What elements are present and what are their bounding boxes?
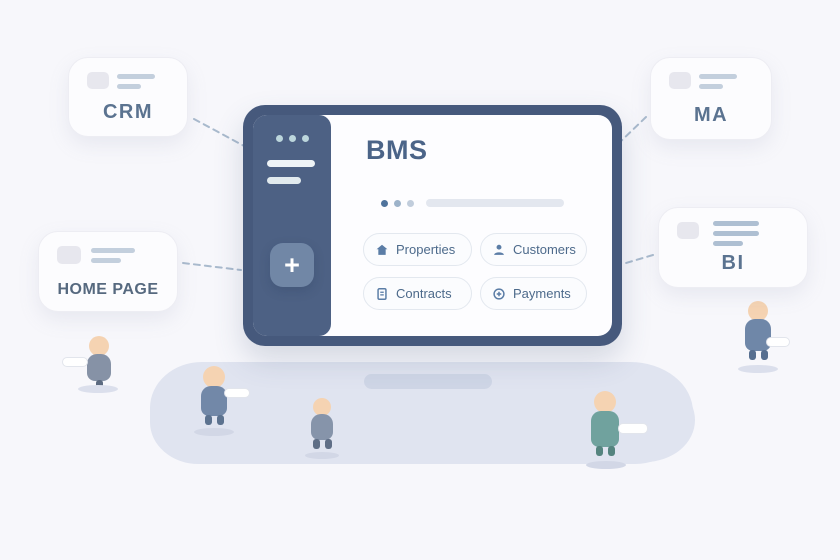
nav-button-label: Properties [396,242,456,257]
dot [301,135,309,142]
person-shadow [305,452,339,459]
person-shadow [78,385,118,393]
progress-dot [407,199,414,207]
person-legs [740,350,776,360]
module-label: BI [721,252,745,274]
connector-crm [193,118,247,148]
paper-note [618,423,648,434]
device-screen: + BMS Properties [253,115,612,336]
plus-icon: + [284,249,300,280]
person-head [203,366,225,388]
thumbnail-icon [57,246,81,264]
contract-icon [377,287,387,300]
progress-row [381,199,564,207]
thumbnail-icon [87,72,109,89]
progress-dot [381,199,388,207]
person-body [591,411,619,447]
app-sidebar: + [253,115,331,336]
thumbnail-icon [677,222,699,239]
home-icon [376,244,388,255]
person-shadow [194,428,234,436]
device-frame: + BMS Properties [243,105,622,346]
module-card-crm[interactable]: CRM [68,57,188,137]
nav-button-customers[interactable]: Customers [480,233,587,266]
person-legs [196,415,232,425]
module-label: HOME PAGE [57,281,159,298]
text-lines [699,74,737,94]
device-stand [364,374,492,389]
progress-bar [426,199,564,207]
app-nav-grid: Properties Customers Contracts [363,233,587,310]
person-body [87,354,111,381]
payments-icon [493,287,505,300]
dot [288,135,296,142]
person-head [313,398,331,416]
module-label: MA [693,104,729,126]
nav-button-label: Contracts [396,286,452,301]
person-body [311,414,333,440]
text-lines [713,221,759,251]
person-figure-4 [586,391,648,469]
module-card-bi[interactable]: BI [658,207,808,288]
menu-line [267,177,301,184]
user-icon [494,244,504,255]
nav-button-properties[interactable]: Properties [363,233,472,266]
person-legs [306,439,338,449]
nav-button-label: Customers [513,242,576,257]
person-figure-5 [738,301,790,373]
app-title: BMS [366,135,428,165]
nav-button-label: Payments [513,286,571,301]
person-legs [586,446,624,456]
progress-dot [394,199,401,207]
person-body [201,386,227,416]
menu-line [267,160,315,167]
dot [275,135,283,142]
module-card-ma[interactable]: MA [650,57,772,140]
connector-ma [618,116,647,144]
connector-bi [625,254,654,264]
module-label: CRM [102,101,154,123]
paper-note [62,357,88,367]
thumbnail-icon [669,72,691,89]
person-body [745,319,771,351]
person-head [594,391,616,413]
sidebar-dots [253,135,331,142]
connector-home [182,262,242,271]
add-button[interactable]: + [270,243,314,287]
person-figure-2 [194,366,250,436]
module-card-home-page[interactable]: HOME PAGE [38,231,178,312]
person-head [89,336,109,356]
paper-note [766,337,790,347]
nav-button-payments[interactable]: Payments [480,277,587,310]
text-lines [117,74,155,94]
paper-note [224,388,250,398]
person-figure-3 [305,398,339,459]
person-head [748,301,768,321]
person-figure-1 [62,336,118,393]
person-shadow [586,461,626,469]
text-lines [91,248,135,268]
person-shadow [738,365,778,373]
nav-button-contracts[interactable]: Contracts [363,277,472,310]
